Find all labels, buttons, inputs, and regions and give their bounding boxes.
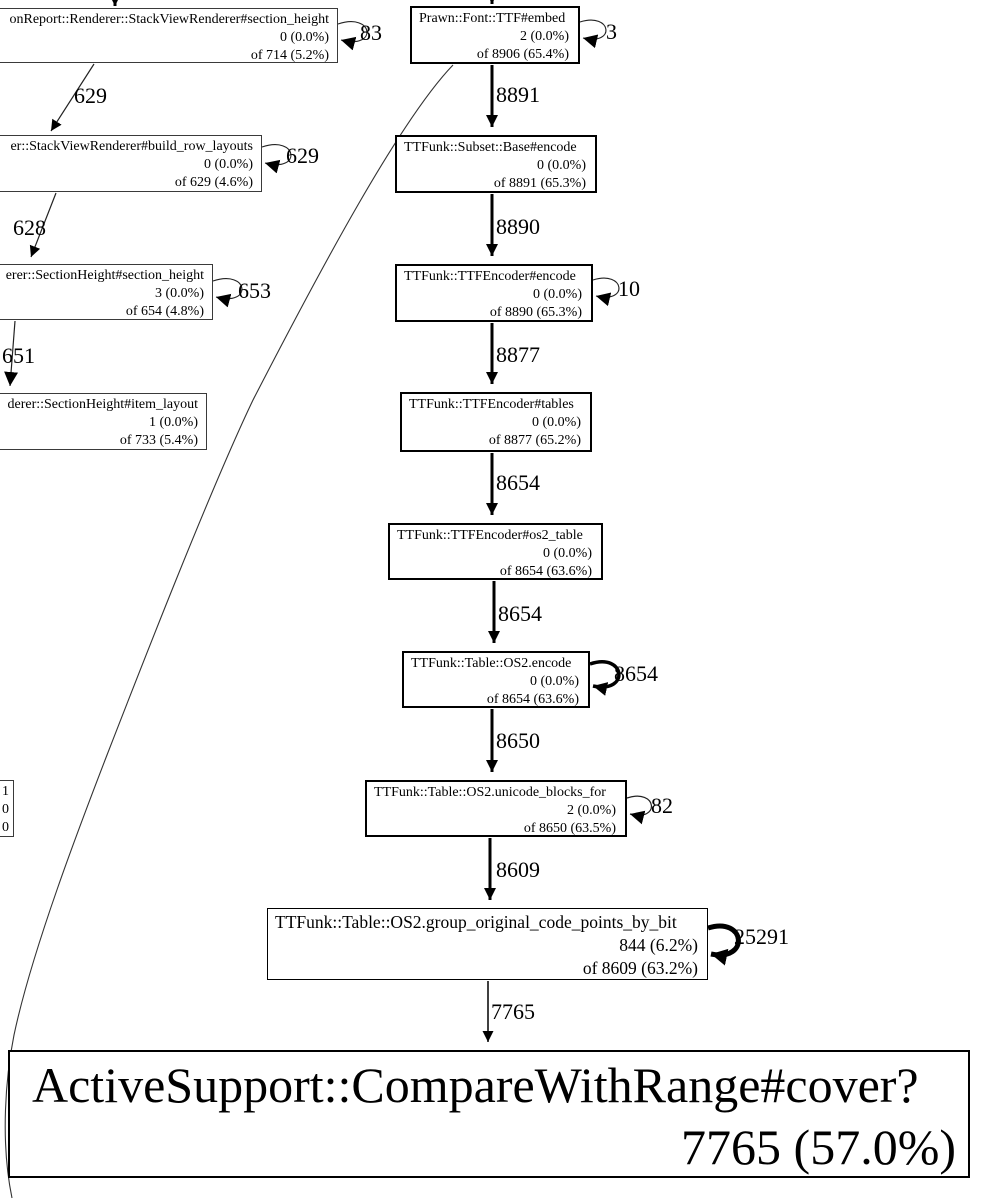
self-loop-25291 (707, 923, 741, 966)
node-total-time: of 8906 (65.4%) (476, 47, 569, 62)
node-self-time: 844 (6.2%) (619, 935, 698, 955)
self-loop-10 (592, 277, 620, 307)
node-title: onReport::Renderer::StackViewRenderer#se… (9, 12, 329, 27)
node-total-time: of 8654 (63.6%) (499, 564, 592, 579)
node-os2-unicode-blocks-for: TTFunk::Table::OS2.unicode_blocks_for 2 … (365, 780, 627, 837)
self-loop-653 (212, 278, 243, 308)
node-total-time: of 654 (4.8%) (125, 304, 204, 319)
node-build-row-layouts: er::StackViewRenderer#build_row_layouts … (0, 135, 262, 192)
node-self-time: 0 (0.0%) (543, 546, 592, 561)
self-loop-629 (261, 144, 292, 174)
node-stack-view-renderer-section-height: onReport::Renderer::StackViewRenderer#se… (0, 8, 338, 63)
node-title: erer::SectionHeight#section_height (5, 268, 204, 283)
edge-count-label: 8654 (496, 470, 540, 495)
edge-count-label: 7765 (491, 999, 535, 1024)
node-self-time: 2 (0.0%) (520, 29, 569, 44)
self-loop-count-label: 10 (618, 276, 640, 301)
node-title: Prawn::Font::TTF#embed (419, 11, 566, 26)
self-loop-count-label: 83 (360, 20, 382, 45)
node-line: 0 (2, 820, 9, 835)
self-loop-82 (626, 795, 652, 825)
self-loop-count-label: 8654 (614, 661, 658, 686)
edge-count-label: 651 (2, 343, 35, 368)
self-loop-count-label: 653 (238, 278, 271, 303)
node-prawn-font-ttf-embed: Prawn::Font::TTF#embed 2 (0.0%) of 8906 … (410, 6, 580, 64)
node-total-time: of 629 (4.6%) (174, 175, 253, 190)
node-total-time: of 8877 (65.2%) (488, 433, 581, 448)
node-title: TTFunk::TTFEncoder#tables (409, 397, 574, 412)
node-title: TTFunk::TTFEncoder#encode (404, 269, 576, 284)
edge-count-label: 8650 (496, 728, 540, 753)
node-title: TTFunk::Table::OS2.group_original_code_p… (275, 912, 677, 932)
edge-count-label: 8654 (498, 601, 542, 626)
node-total-time: of 8654 (63.6%) (486, 692, 579, 707)
edge-628 (29, 192, 57, 258)
node-self-time: 0 (0.0%) (533, 287, 582, 302)
node-title: er::StackViewRenderer#build_row_layouts (10, 139, 253, 154)
node-title: TTFunk::Table::OS2.unicode_blocks_for (374, 785, 606, 800)
self-loop-83 (337, 21, 368, 51)
node-self-time: 0 (0.0%) (532, 415, 581, 430)
node-ttf-encoder-encode: TTFunk::TTFEncoder#encode 0 (0.0%) of 88… (395, 264, 593, 322)
edge-629 (50, 63, 95, 132)
node-title: TTFunk::Table::OS2.encode (411, 656, 572, 671)
node-title: TTFunk::Subset::Base#encode (404, 140, 577, 155)
node-self-time: 2 (0.0%) (567, 803, 616, 818)
node-self-time: 0 (0.0%) (530, 674, 579, 689)
node-section-height: erer::SectionHeight#section_height 3 (0.… (0, 264, 213, 320)
edge-count-label: 8877 (496, 342, 540, 367)
node-subset-base-encode: TTFunk::Subset::Base#encode 0 (0.0%) of … (395, 135, 597, 193)
edge-long-curve (4, 64, 454, 1199)
node-total-time: of 8609 (63.2%) (582, 958, 698, 978)
node-ttf-encoder-tables: TTFunk::TTFEncoder#tables 0 (0.0%) of 88… (400, 392, 592, 452)
node-self-time: 0 (0.0%) (280, 30, 329, 45)
self-loop-8654 (589, 660, 621, 696)
edge-count-label: 8890 (496, 214, 540, 239)
node-total-time: of 714 (5.2%) (250, 48, 329, 63)
node-line: 1 (2, 784, 9, 799)
edge-count-label: 628 (13, 215, 46, 240)
node-total-time: of 8650 (63.5%) (523, 821, 616, 836)
node-title: ActiveSupport::CompareWithRange#cover? (32, 1057, 919, 1113)
node-os2-group-original-code-points-by-bit: TTFunk::Table::OS2.group_original_code_p… (267, 908, 708, 980)
node-title: derer::SectionHeight#item_layout (7, 397, 198, 412)
node-item-layout: derer::SectionHeight#item_layout 1 (0.0%… (0, 393, 207, 450)
node-self-time: 0 (0.0%) (537, 158, 586, 173)
node-total-time: 7765 (57.0%) (681, 1119, 956, 1175)
node-compare-with-range-cover: ActiveSupport::CompareWithRange#cover? 7… (8, 1050, 970, 1178)
node-title: TTFunk::TTFEncoder#os2_table (397, 528, 583, 543)
node-ttf-encoder-os2-table: TTFunk::TTFEncoder#os2_table 0 (0.0%) of… (388, 523, 603, 580)
node-total-time: of 733 (5.4%) (119, 433, 198, 448)
node-line: 0 (2, 802, 9, 817)
node-total-time: of 8891 (65.3%) (493, 176, 586, 191)
edge-count-label: 629 (74, 83, 107, 108)
edge-651 (4, 320, 19, 387)
self-loop-count-label: 629 (286, 143, 319, 168)
node-self-time: 1 (0.0%) (149, 415, 198, 430)
node-self-time: 0 (0.0%) (204, 157, 253, 172)
node-total-time: of 8890 (65.3%) (489, 305, 582, 320)
self-loop-count-label: 3 (606, 19, 617, 44)
edge-count-label: 8891 (496, 82, 540, 107)
self-loop-count-label: 25291 (734, 924, 789, 949)
edge-count-label: 8609 (496, 857, 540, 882)
node-os2-encode: TTFunk::Table::OS2.encode 0 (0.0%) of 86… (402, 651, 590, 708)
node-clipped-left: 1 0 0 (0, 780, 14, 837)
self-loop-count-label: 82 (651, 793, 673, 818)
node-self-time: 3 (0.0%) (155, 286, 204, 301)
self-loop-3 (579, 19, 607, 49)
